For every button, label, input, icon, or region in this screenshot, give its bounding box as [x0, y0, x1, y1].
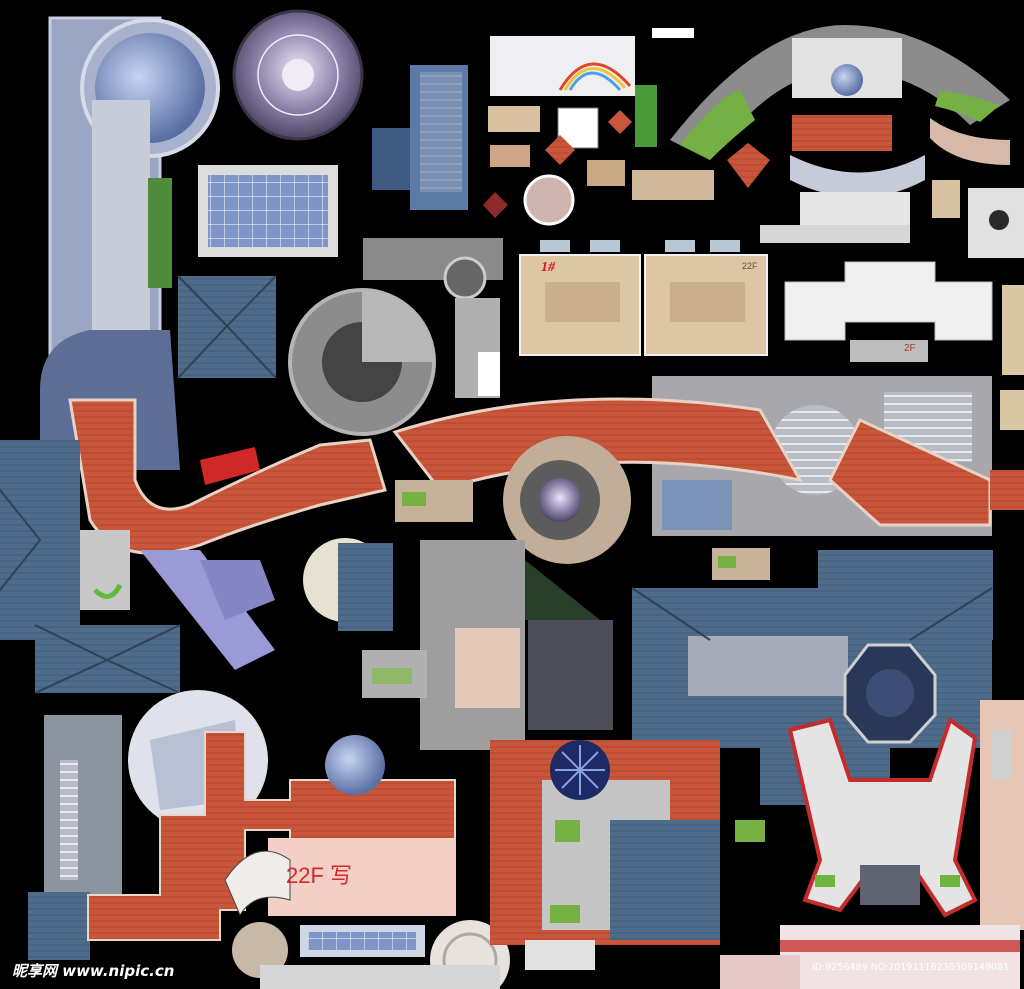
- watermark-site: 昵享网 www.nipic.cn: [12, 962, 175, 980]
- right-edge-small-buildings: [932, 180, 1024, 375]
- tower-22f-suffix: 写: [330, 863, 353, 888]
- grey-complex-building: [362, 540, 613, 750]
- blue-office-block: [372, 65, 468, 210]
- grey-tower-round-top: [363, 238, 503, 398]
- red-outlined-building: [787, 716, 978, 918]
- purple-glass-diagonal: [140, 550, 275, 670]
- curved-crescent-building: [670, 25, 1010, 160]
- watermark-id: ID:9256489 NO:20191116230309149081: [812, 962, 1010, 973]
- large-blue-pitched-roof: [631, 550, 993, 805]
- octagon-dome: [843, 643, 937, 744]
- tower-22f-number: 22F: [286, 863, 324, 888]
- circular-stadium: [288, 288, 436, 436]
- top-building-rainbow: [490, 28, 694, 96]
- beige-floor-plans: [519, 240, 768, 356]
- green-roof-modules: [395, 480, 770, 580]
- bottom-glass-strip: [232, 920, 510, 989]
- bottom-right-red-striped-strip: [720, 925, 1020, 989]
- white-fan-building: [760, 155, 925, 243]
- tall-tower-building: [40, 16, 220, 470]
- white-central-building: [784, 261, 993, 362]
- central-courtyard-building: [490, 740, 765, 970]
- round-glass-dome: [232, 9, 364, 141]
- left-blue-pitched-roofs: [0, 440, 181, 694]
- bottom-left-grey-tower: [28, 715, 122, 960]
- floor-plan-1-label: 1#: [541, 260, 555, 275]
- blue-pitched-roof-small: [177, 275, 277, 379]
- right-edge-pink-building: [980, 700, 1024, 930]
- round-glass-under-ribbon: [503, 436, 631, 564]
- floor-plan-22f-label: 22F: [742, 261, 758, 271]
- small-roof-pieces: [483, 85, 714, 226]
- skylight-grid-roof: [198, 165, 338, 257]
- floor-2f-label: 2F: [904, 343, 916, 354]
- blue-roof-white-base: [303, 538, 393, 631]
- tower-22f-label: 22F 写: [286, 858, 352, 890]
- bottom-red-l-building: [87, 731, 456, 941]
- red-roof-small-cluster: [727, 115, 1010, 188]
